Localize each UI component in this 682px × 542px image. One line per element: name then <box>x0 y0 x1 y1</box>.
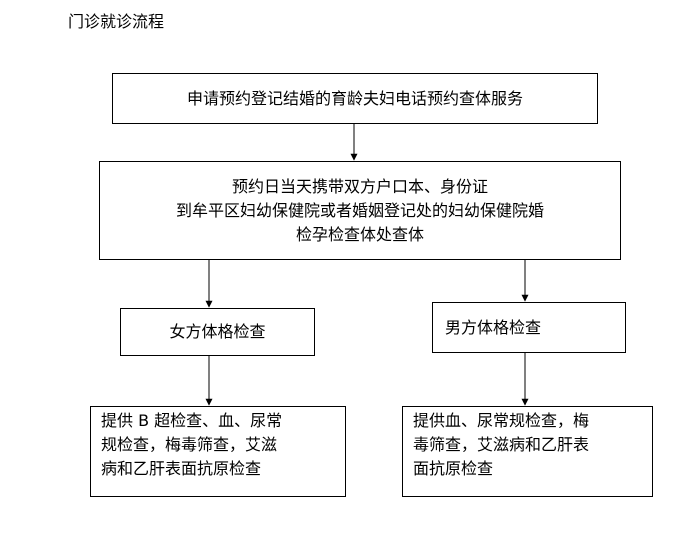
page-title: 门诊就诊流程 <box>68 12 165 31</box>
female-exam-items-box: 提供 B 超检查、血、尿常 规检查，梅毒筛查，艾滋 病和乙肝表面抗原检查 <box>90 406 346 497</box>
female-exam-text: 女方体格检查 <box>169 322 266 341</box>
male-items-line-1: 提供血、尿常规检查，梅 <box>413 411 590 430</box>
step-appointment-line-3: 检孕检查体处查体 <box>295 224 424 244</box>
male-exam-box: 男方体格检查 <box>432 302 626 353</box>
step-apply-text: 申请预约登记结婚的育龄夫妇电话预约查体服务 <box>186 88 523 108</box>
step-appointment-box: 预约日当天携带双方户口本、身份证 到牟平区妇幼保健院或者婚姻登记处的妇幼保健院婚… <box>99 161 621 260</box>
step-appointment-line-1: 预约日当天携带双方户口本、身份证 <box>231 176 488 196</box>
female-items-line-2: 规检查，梅毒筛查，艾滋 <box>101 435 278 454</box>
step-appointment-line-2: 到牟平区妇幼保健院或者婚姻登记处的妇幼保健院婚 <box>175 200 544 220</box>
male-exam-items-box: 提供血、尿常规检查，梅 毒筛查，艾滋病和乙肝表 面抗原检查 <box>402 406 653 497</box>
female-exam-box: 女方体格检查 <box>120 308 315 356</box>
female-items-line-1: 提供 B 超检查、血、尿常 <box>101 411 283 430</box>
male-items-line-2: 毒筛查，艾滋病和乙肝表 <box>413 435 590 454</box>
male-items-line-3: 面抗原检查 <box>413 459 494 478</box>
male-exam-text: 男方体格检查 <box>445 317 542 337</box>
step-apply-box: 申请预约登记结婚的育龄夫妇电话预约查体服务 <box>112 73 598 124</box>
female-items-line-3: 病和乙肝表面抗原检查 <box>101 459 262 478</box>
